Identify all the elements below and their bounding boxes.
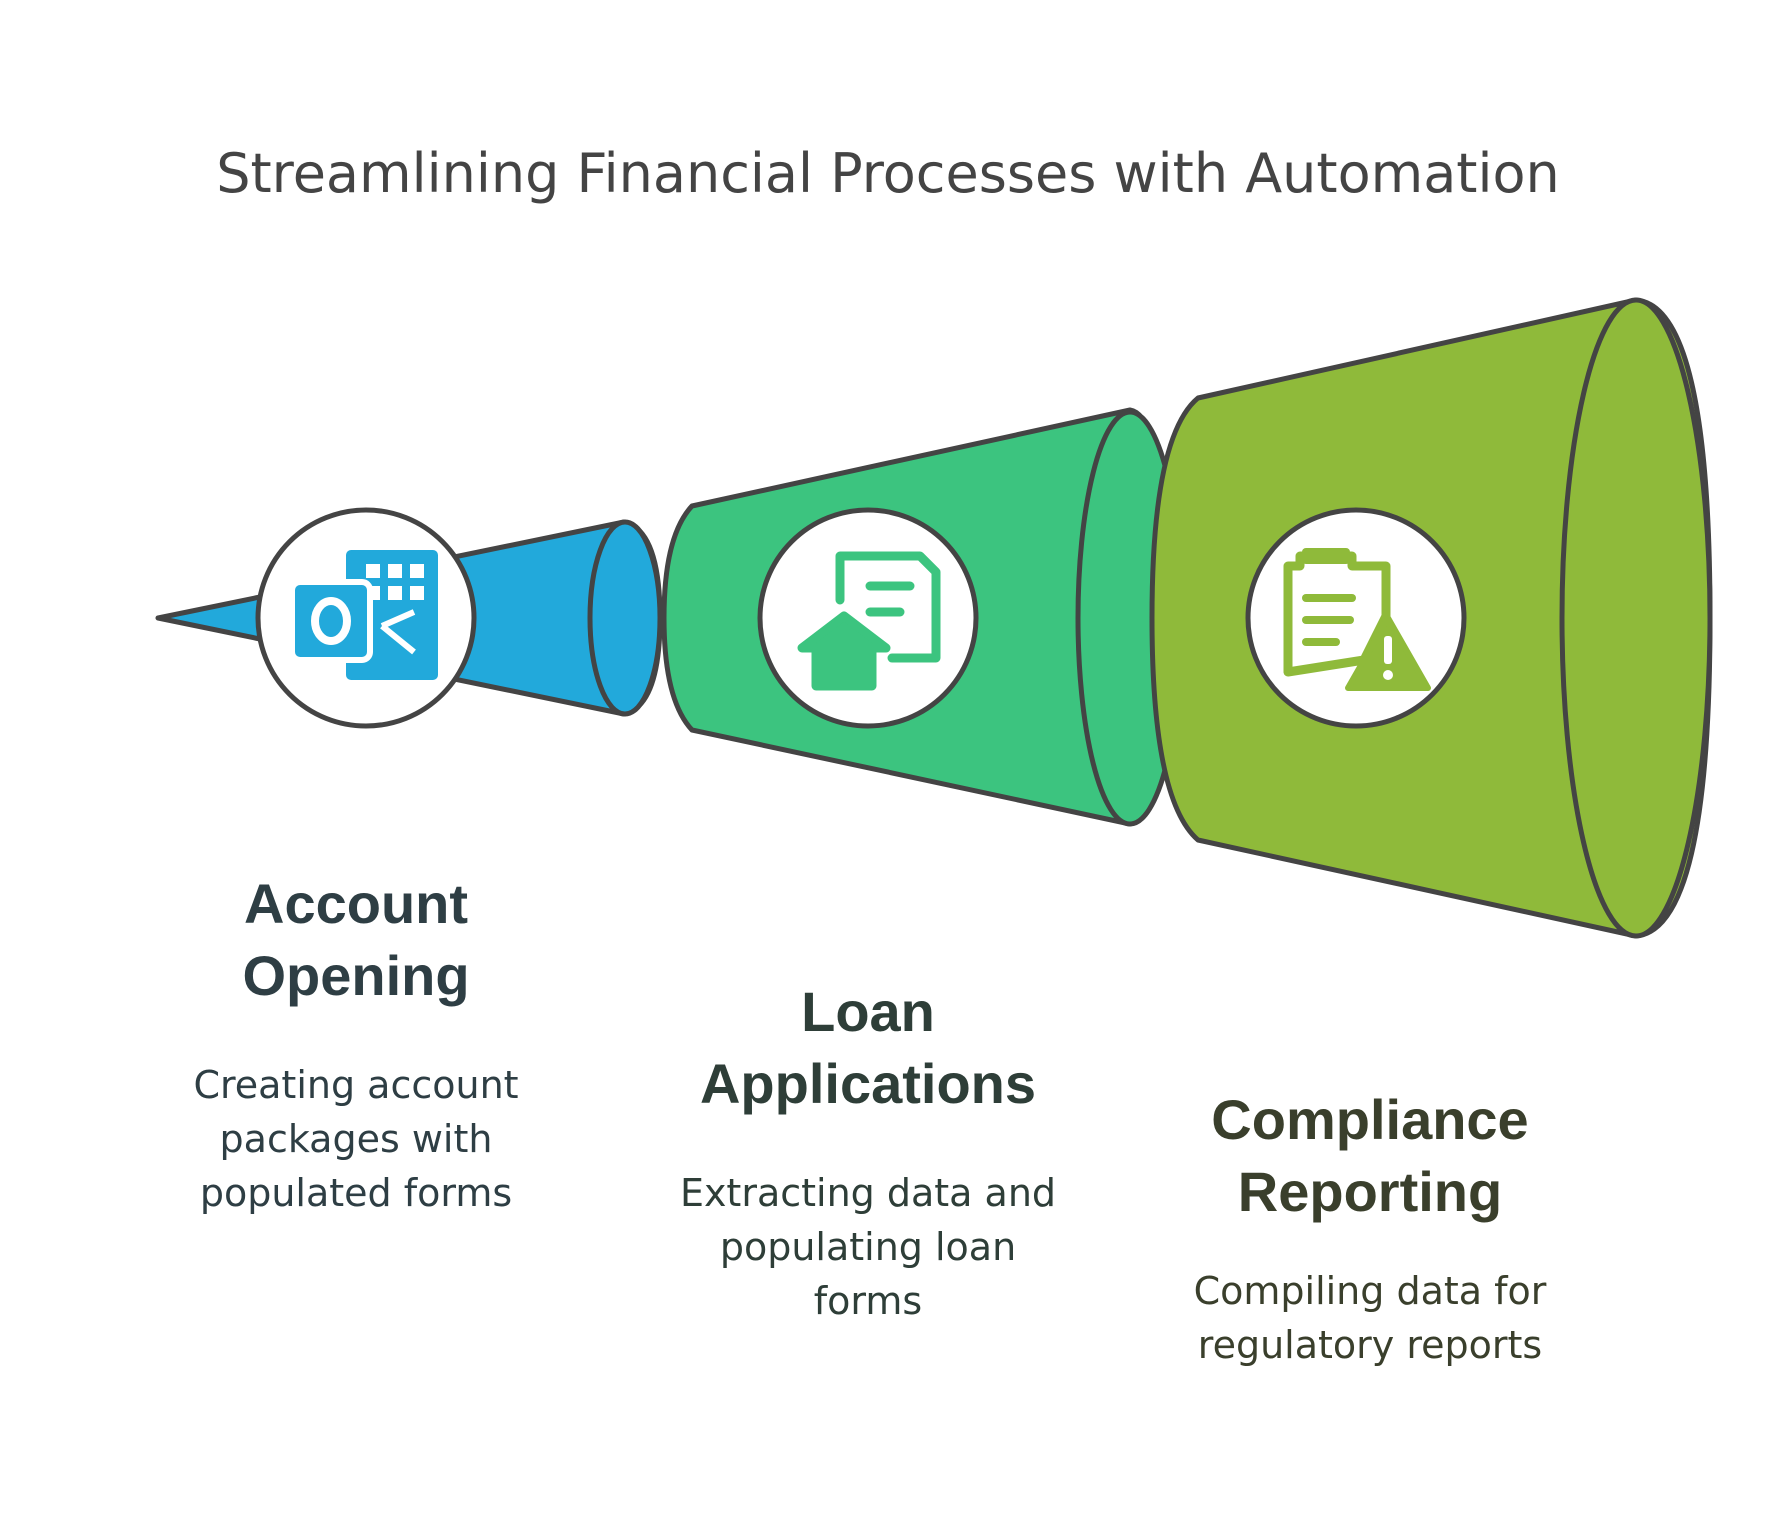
stage-2-heading: Loan Applications [699,980,1037,1115]
stage-2-icon-badge [757,507,979,729]
stage-3-icon-badge [1245,507,1467,729]
stage-3-heading: Compliance Reporting [1211,1088,1529,1223]
clipboard-warning-icon [1283,548,1431,691]
stage-3-description: Compiling data for regulatory reports [1193,1269,1547,1367]
stage-1-icon-badge [255,507,477,729]
home-document-icon [797,551,941,691]
stage-1-heading: Account Opening [242,872,470,1007]
diagram-title: Streamlining Financial Processes with Au… [216,142,1560,205]
outlook-form-icon [289,550,438,680]
stage-2-description: Extracting data and populating loan form… [679,1171,1057,1323]
stage-3-cone-end [1559,297,1713,939]
stage-1-description: Creating account packages with populated… [193,1063,519,1215]
stage-1-cone-end [587,519,663,717]
